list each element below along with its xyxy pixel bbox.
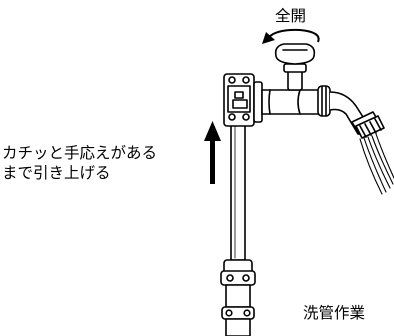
rotation-arrow-icon bbox=[262, 28, 320, 44]
washing-label: 洗管作業 bbox=[303, 304, 366, 322]
faucet-handle bbox=[274, 43, 316, 65]
faucet-spout bbox=[261, 89, 323, 115]
water-stream bbox=[359, 133, 394, 195]
standpipe bbox=[230, 121, 246, 261]
instruction-line-1: カチッと手応えがある bbox=[2, 144, 158, 162]
full-open-label: 全開 bbox=[275, 7, 307, 25]
instruction-line-2: まで引き上げる bbox=[2, 164, 111, 182]
up-arrow-icon bbox=[204, 121, 221, 184]
